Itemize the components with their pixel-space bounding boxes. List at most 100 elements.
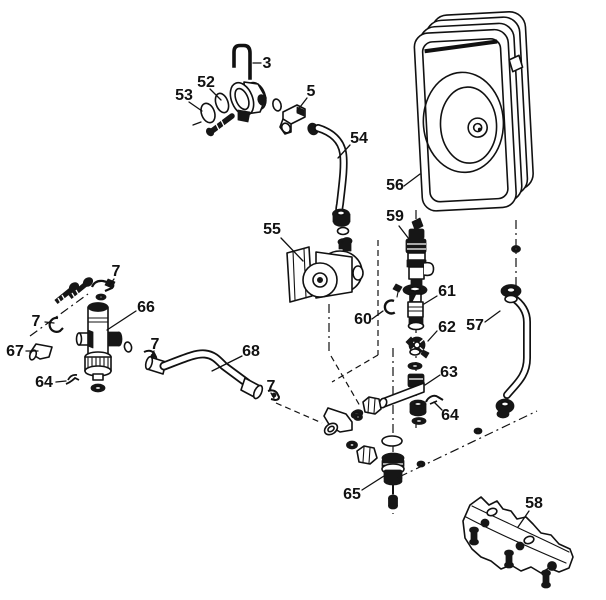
cluster-small-washer-hole — [355, 414, 361, 419]
leader-58 — [517, 510, 530, 528]
callout-3: 3 — [263, 55, 272, 72]
part-elbow-5 — [279, 104, 319, 136]
valve65-base — [383, 476, 403, 486]
hose54-nut-bottom — [333, 217, 350, 227]
clip-64-left — [65, 373, 80, 385]
dashed-boundary-60-bend — [331, 354, 379, 383]
hose54-oring — [336, 226, 350, 236]
tee63-lower-nut-bottom — [409, 407, 427, 417]
manifold-top-washer-hole — [98, 295, 104, 299]
callout-65: 65 — [343, 486, 361, 503]
bracket-top-line — [471, 505, 570, 553]
leader-7-mid — [150, 350, 155, 358]
callout-57: 57 — [466, 317, 484, 334]
leader-63 — [424, 374, 441, 386]
leader-57 — [484, 310, 501, 323]
part-manifold-66 — [28, 277, 133, 393]
panel-boss-outer — [422, 71, 505, 174]
leader-64-left — [55, 380, 67, 383]
bracket-stud-1 — [469, 526, 479, 546]
hook-shape — [232, 43, 252, 80]
manifold-top-cap — [87, 302, 109, 312]
panel-tab — [508, 54, 524, 73]
hose57-top-nut-hole — [506, 286, 516, 294]
panel-hub-hole — [477, 127, 482, 132]
valve61-base-ring — [407, 321, 425, 331]
manifold-bottom-washer-hole — [94, 385, 102, 391]
cluster-elbow-mouth — [323, 422, 339, 436]
leader-68 — [211, 355, 243, 372]
valve59-body — [408, 266, 425, 280]
bead-panel-hole — [513, 247, 519, 251]
dashed-hose-to-elbow — [275, 402, 323, 424]
screw-2 — [68, 277, 94, 299]
part-hose-68 — [143, 349, 281, 402]
callout-53: 53 — [175, 87, 193, 104]
centerline-screw-axis — [29, 293, 89, 337]
callout-56: 56 — [386, 177, 404, 194]
part-clip-60 — [383, 283, 403, 315]
valve65-oring — [381, 435, 403, 447]
part-hose-57 — [495, 284, 531, 419]
valve59-band-dark — [406, 259, 427, 268]
valve61-flange-hole — [409, 286, 421, 292]
part-tee-63 — [350, 348, 427, 425]
hose54-nut-hole — [336, 210, 346, 217]
callout-62: 62 — [438, 319, 456, 336]
cclip-60 — [383, 299, 396, 315]
vent-base-dark — [237, 109, 251, 123]
part-bracket-58 — [462, 496, 574, 589]
manifold-stub — [92, 373, 104, 381]
lock62-tab-right — [420, 349, 430, 359]
callout-59: 59 — [386, 208, 404, 225]
funnel-67-mouth — [28, 349, 38, 361]
part-hook-3 — [232, 43, 252, 80]
valve59-tip — [411, 217, 424, 231]
pump-top-bolt — [342, 240, 352, 252]
pump-face-hole — [316, 276, 323, 283]
manifold-oring — [123, 341, 133, 353]
bead-diagonal-2-hole — [475, 429, 481, 433]
tee63-top-stub-cap — [409, 348, 421, 356]
valve59-ribs — [405, 238, 427, 254]
leader-7-left — [44, 321, 55, 324]
bracket-hole-2 — [523, 535, 535, 545]
callout-54: 54 — [350, 130, 368, 147]
vent-screw-tip — [205, 127, 215, 137]
dashed-pump-to-cluster — [330, 355, 361, 407]
tee63-washer-top-hole — [411, 363, 419, 369]
panel-boss-inner — [439, 86, 498, 164]
lock62-tab-left — [405, 336, 415, 346]
leader-55 — [280, 237, 304, 262]
manifold-left-port-mouth — [75, 332, 83, 346]
part-valve-65 — [381, 435, 405, 510]
callout-7-mid: 7 — [151, 336, 160, 353]
leader-7-right — [270, 392, 275, 399]
leader-66 — [106, 310, 137, 331]
bracket-bolt-2 — [515, 541, 525, 551]
valve59-band-white — [407, 252, 426, 261]
part-lock-62 — [405, 336, 430, 359]
elbow5-mouth — [280, 122, 292, 134]
tee63-left-nut — [362, 396, 382, 415]
hose68-right-end — [252, 384, 264, 400]
clip-7-left — [48, 316, 64, 333]
tee63-lower-washer-hole — [415, 418, 423, 424]
bracket-stud-2 — [504, 549, 514, 569]
lock62-hole — [413, 341, 421, 349]
vent-oring — [272, 98, 282, 112]
leader-61 — [423, 295, 438, 305]
vent-screw-shaft — [209, 113, 235, 134]
callouts: 3 52 53 5 54 55 56 57 58 59 60 61 62 63 … — [6, 55, 543, 528]
part-panel-56 — [413, 11, 534, 212]
leader-54 — [337, 144, 351, 159]
vent-face-inner — [234, 87, 250, 111]
callout-5: 5 — [307, 83, 316, 100]
pin-60 — [392, 283, 403, 293]
valve59-handle — [423, 261, 435, 277]
callout-67: 67 — [6, 343, 24, 360]
valve61-body — [407, 301, 424, 318]
callout-68: 68 — [242, 343, 260, 360]
